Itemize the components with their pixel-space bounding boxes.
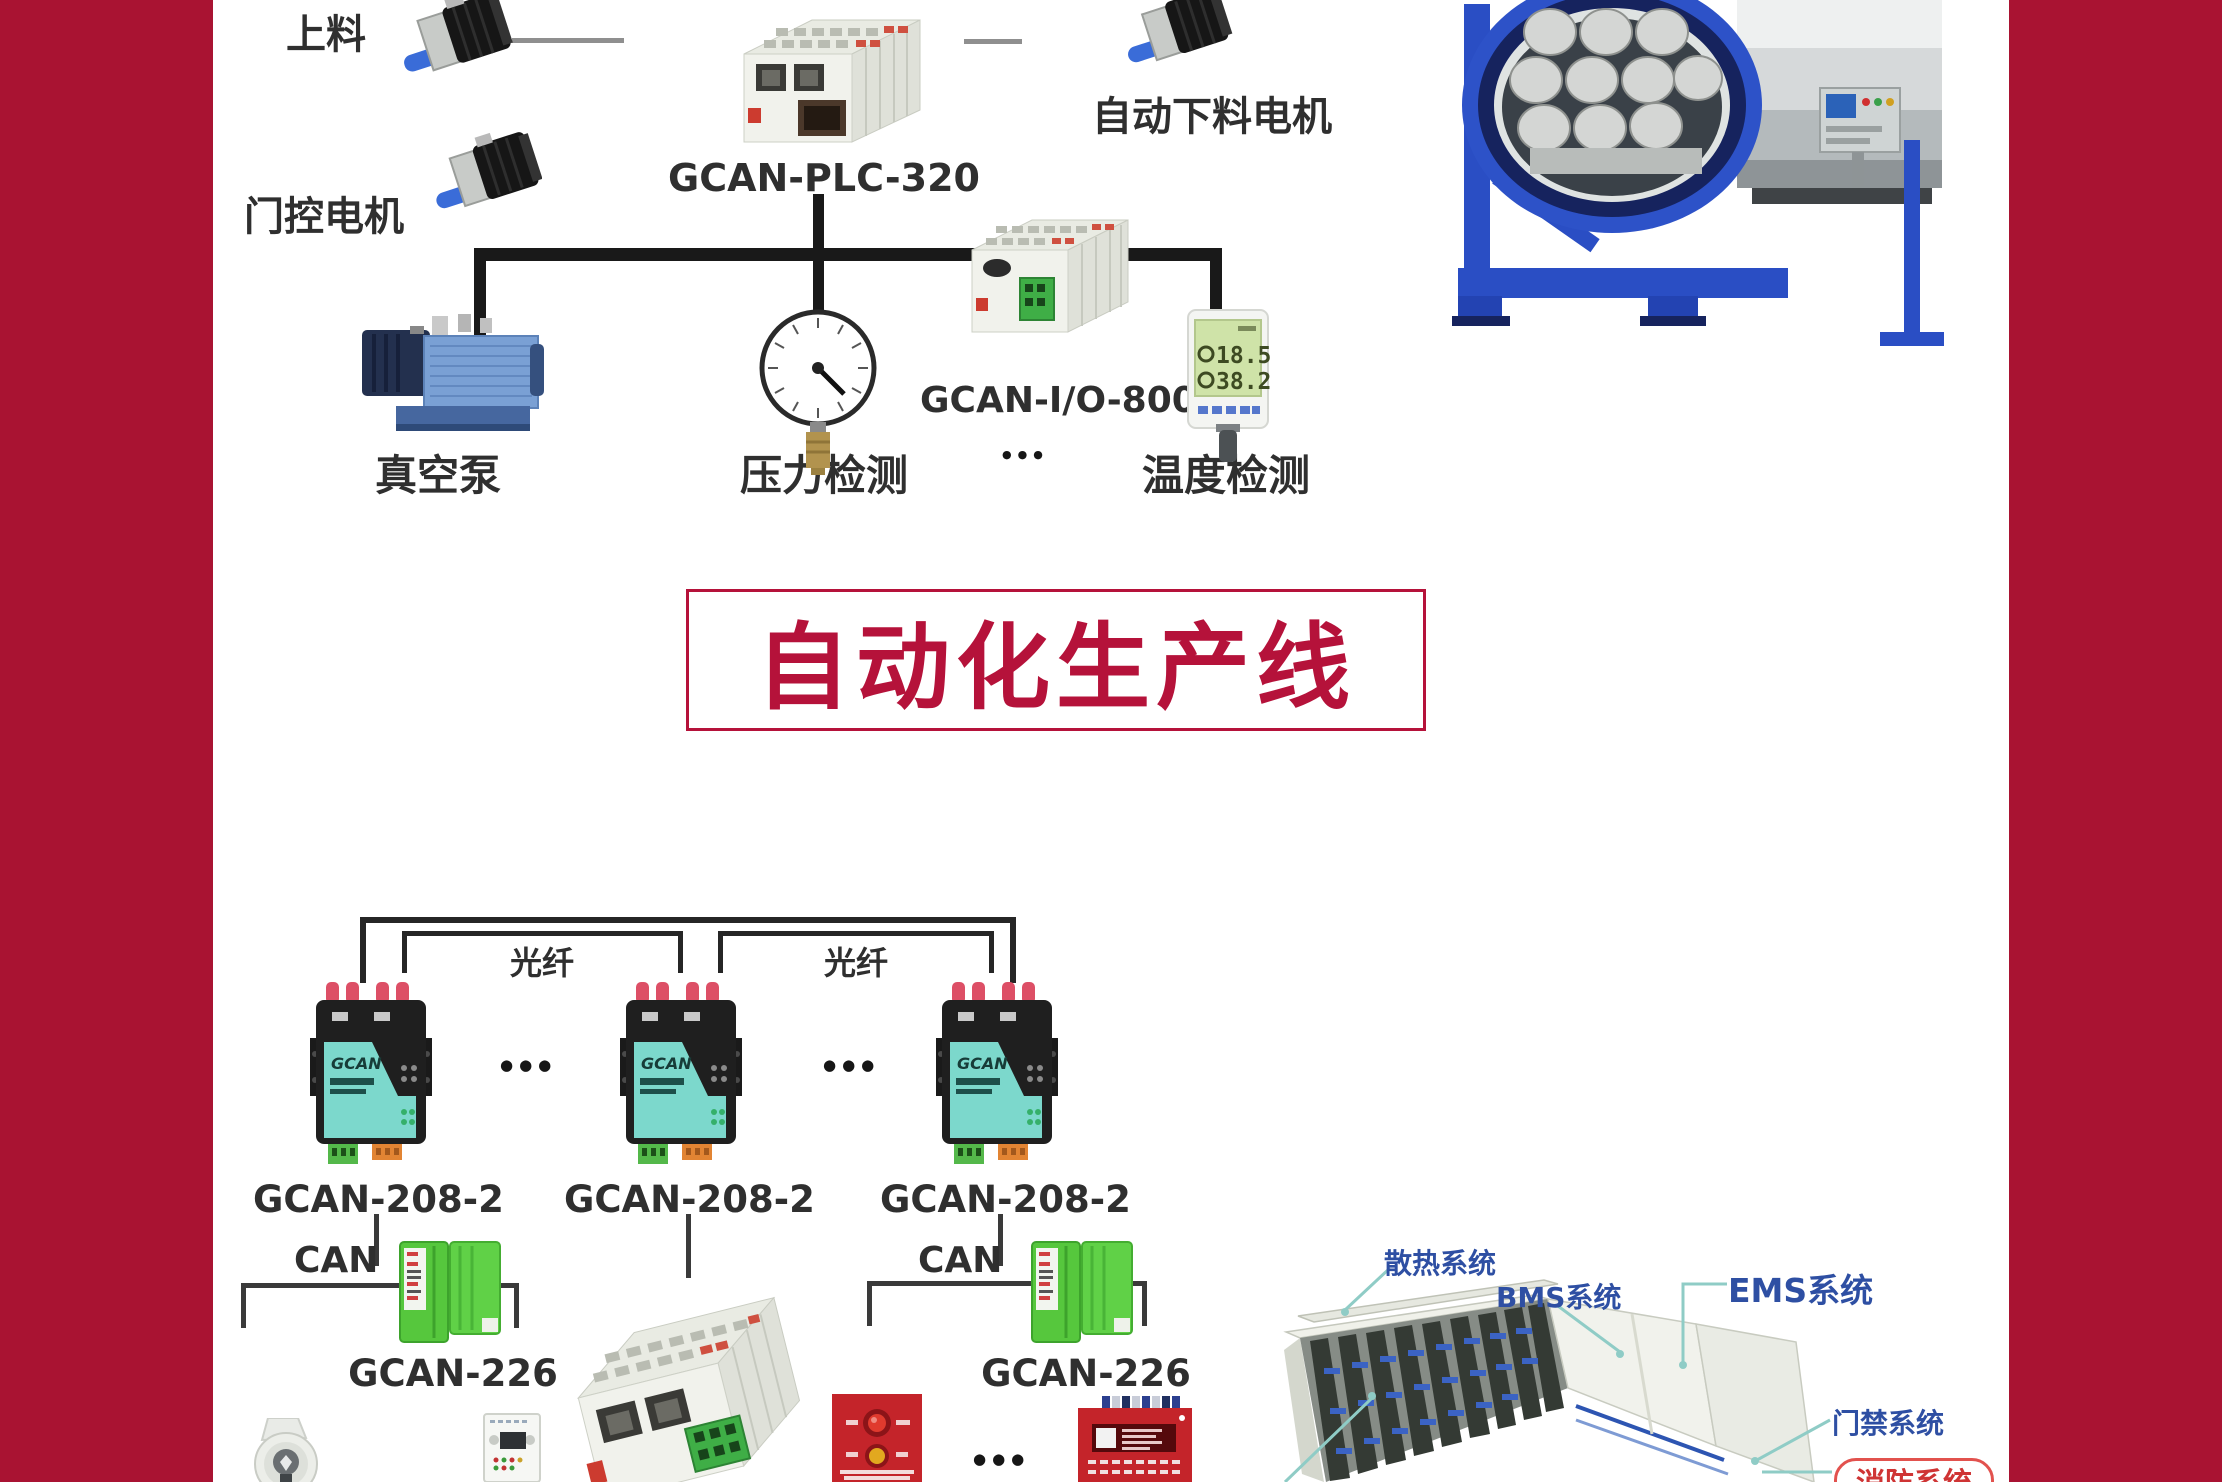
plc-bottom-image — [576, 1296, 801, 1482]
fiber-inner1-leg-right — [678, 931, 683, 973]
can-bracket-2-leg-right — [1142, 1281, 1147, 1326]
can-bracket-2 — [867, 1281, 1147, 1286]
converter-3-label: GCAN-208-2 — [880, 1178, 1131, 1221]
can-bracket-1 — [241, 1283, 519, 1288]
vacuum-pump-image — [362, 314, 544, 431]
bus-drop-left — [474, 256, 486, 360]
vacuum-furnace-image — [1452, 0, 1944, 346]
can-bracket-2-leg-left — [867, 1281, 872, 1326]
converter-2-label: GCAN-208-2 — [564, 1178, 815, 1221]
unload-motor-image — [1128, 0, 1233, 63]
ellipsis-bottom: ●●● — [973, 1450, 1031, 1468]
fiber-outer-leg-left — [360, 917, 366, 983]
fire-label-pill: 消防系统 — [1834, 1458, 1994, 1482]
left-red-band — [0, 0, 213, 1482]
converter-1-label: GCAN-208-2 — [253, 1178, 504, 1221]
fiber-inner1-leg-left — [402, 931, 407, 973]
controller-device-image — [483, 1413, 541, 1482]
io-module-label: GCAN-I/O-8000 — [920, 380, 1222, 421]
door-motor-label: 门控电机 — [244, 194, 404, 240]
fire-panel-1-image — [832, 1394, 922, 1482]
energy-storage-container-image — [1283, 1266, 1832, 1482]
link-plc-unloadmotor — [964, 39, 1022, 44]
plc-label: GCAN-PLC-320 — [668, 156, 980, 200]
access-label: 门禁系统 — [1832, 1407, 1945, 1440]
ellipsis-top: ●●● — [1002, 448, 1049, 461]
fire-panel-2-image — [1078, 1396, 1192, 1482]
fiber-label-1: 光纤 — [482, 938, 602, 984]
fiber-outer-line — [360, 917, 1016, 923]
ellipsis-converters-1: ●●● — [500, 1056, 558, 1074]
can-label-1: CAN — [294, 1240, 379, 1281]
bus-drop-gauge — [813, 258, 824, 360]
fiber-inner-line-1 — [402, 931, 683, 936]
door-motor-image — [436, 132, 542, 209]
can-line-2 — [998, 1214, 1003, 1266]
fiber-converter-2-image: GCAN — [620, 982, 742, 1164]
isolator-2-image — [1031, 1241, 1133, 1343]
ellipsis-converters-2: ●●● — [823, 1056, 881, 1074]
section-title: 自动化生产线 — [755, 614, 1356, 723]
fiber-label-2: 光纤 — [796, 938, 916, 984]
right-red-band — [2009, 0, 2222, 1482]
link-feedmotor-plc — [512, 38, 624, 43]
vacuum-pump-label: 真空泵 — [374, 451, 501, 500]
converter-brand-text: GCAN — [957, 1054, 1008, 1073]
isolator-1-image — [399, 1241, 501, 1343]
can-label-2: CAN — [918, 1240, 1003, 1281]
unload-motor-label: 自动下料电机 — [1092, 94, 1332, 140]
can-line-1 — [374, 1214, 379, 1266]
plc-line — [686, 1214, 691, 1278]
plc-320-image — [743, 19, 921, 143]
ems-label: EMS系统 — [1728, 1271, 1874, 1310]
bus-riser-plc — [813, 194, 824, 254]
fiber-converter-1-image: GCAN — [310, 982, 432, 1164]
converter-brand-text: GCAN — [331, 1054, 382, 1073]
fire-label: 消防系统 — [1856, 1466, 1972, 1482]
pressure-gauge-image — [759, 309, 877, 475]
bms-label: BMS系统 — [1496, 1281, 1622, 1314]
temperature-sensor-image: 18.5 38.2 — [1187, 309, 1271, 462]
section-title-box: 自动化生产线 — [686, 589, 1426, 731]
fiber-outer-leg-right — [1010, 917, 1016, 983]
meter-device-image — [254, 1418, 318, 1482]
fiber-inner2-leg-left — [718, 931, 723, 973]
lcd-line-1: 18.5 — [1216, 343, 1271, 369]
fiber-inner-line-2 — [718, 931, 994, 936]
feed-label: 上料 — [286, 12, 366, 58]
cooling-label: 散热系统 — [1384, 1247, 1497, 1280]
io-8000-image — [971, 219, 1129, 333]
feed-motor-image — [404, 0, 513, 72]
isolator-1-label: GCAN-226 — [348, 1352, 558, 1395]
can-bracket-1-leg-right — [514, 1283, 519, 1328]
fiber-converter-3-image: GCAN — [936, 982, 1058, 1164]
can-bracket-1-leg-left — [241, 1283, 246, 1328]
fiber-inner2-leg-right — [989, 931, 994, 973]
converter-brand-text: GCAN — [641, 1054, 692, 1073]
lcd-line-2: 38.2 — [1216, 369, 1271, 395]
isolator-2-label: GCAN-226 — [981, 1352, 1191, 1395]
